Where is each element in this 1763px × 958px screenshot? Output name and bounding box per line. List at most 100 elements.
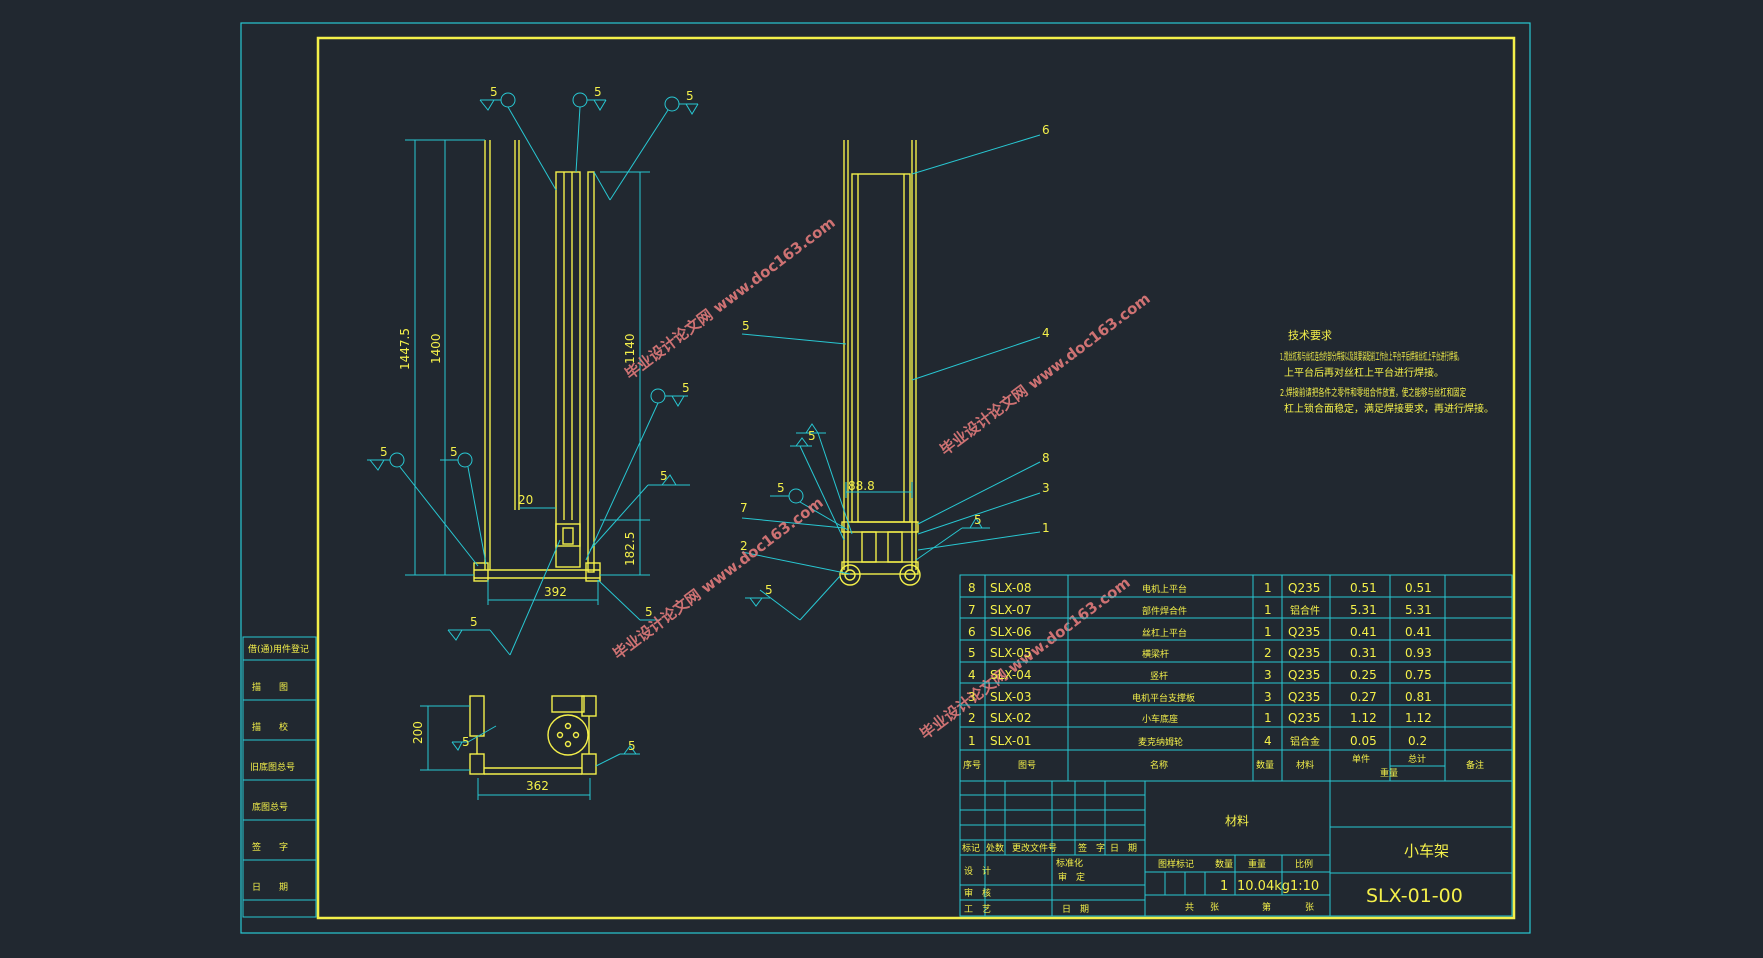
tb-mid-label-1: 审 定 — [1058, 871, 1085, 883]
bom-row: 7 SLX-07 部件焊合件 1 铝合件 5.31 5.31 — [968, 603, 1432, 617]
side-label-0: 借(通)用件登记 — [248, 643, 309, 655]
bom-code: SLX-06 — [990, 625, 1032, 639]
dim-392: 392 — [544, 585, 567, 599]
bom-unit: 0.41 — [1350, 625, 1377, 639]
tb-sheet-label-0: 共 — [1185, 902, 1194, 913]
dim-1447: 1447.5 — [398, 328, 412, 370]
watermark-2: 毕业设计论文网 www.doc163.com — [937, 289, 1154, 459]
bom-unit: 1.12 — [1350, 711, 1377, 725]
tb-sheet-label-1: 张 — [1210, 902, 1219, 913]
tb-part-name: 小车架 — [1404, 842, 1449, 860]
bom-h-qty: 数量 — [1256, 759, 1274, 771]
bom-mat: Q235 — [1288, 625, 1320, 639]
leader-2: 2 — [740, 539, 748, 553]
leader-4: 4 — [1042, 326, 1050, 340]
weld-6: 5 — [682, 381, 690, 395]
weld-5: 5 — [450, 445, 458, 459]
bom-name: 电机平台支撑板 — [1132, 692, 1195, 704]
watermarks: 毕业设计论文网 www.doc163.com 毕业设计论文网 www.doc16… — [610, 213, 1154, 743]
dim-200: 200 — [411, 721, 425, 744]
front-view-labels: 1447.5 1400 1140 182.5 20 392 5 5 5 5 5 … — [380, 85, 694, 629]
bom-no: 3 — [968, 690, 976, 704]
title-block-values: 材料 小车架 SLX-01-00 1 10.04kg 1:10 — [1220, 814, 1463, 907]
weld-8: 5 — [470, 615, 478, 629]
bom-unit: 0.05 — [1350, 734, 1377, 748]
bom-total: 5.31 — [1405, 603, 1432, 617]
bom-h-unit: 单件 — [1352, 753, 1370, 765]
tech-line-2b: 杠上锁合面稳定，满足焊接要求，再进行焊接。 — [1284, 402, 1494, 415]
top-view-labels: 200 362 5 5 — [411, 721, 636, 793]
bom-no: 5 — [968, 646, 976, 660]
bom-mat: Q235 — [1288, 690, 1320, 704]
weld-s1: 5 — [777, 481, 785, 495]
bom-qty: 1 — [1264, 581, 1272, 595]
tb-mid-label-0: 标准化 — [1056, 857, 1083, 869]
tb-sheet-label-3: 张 — [1305, 902, 1314, 913]
bom-no: 4 — [968, 668, 976, 682]
bom-unit: 5.31 — [1350, 603, 1377, 617]
bom-rows: 8 SLX-08 电机上平台 1 Q235 0.51 0.51 7 SLX-07… — [963, 581, 1484, 779]
tb-qty: 1 — [1220, 879, 1228, 894]
bom-total: 0.2 — [1408, 734, 1427, 748]
side-registration-strip — [242, 636, 317, 918]
bom-code: SLX-07 — [990, 603, 1032, 617]
bom-mat: 铝合金 — [1290, 735, 1320, 748]
tb-mid-label-2: 日 期 — [1062, 904, 1089, 915]
dim-362: 362 — [526, 779, 549, 793]
side-label-1: 描 图 — [252, 681, 288, 693]
bom-code: SLX-03 — [990, 690, 1032, 704]
bom-total: 0.41 — [1405, 625, 1432, 639]
tb-left-label-0: 设 计 — [964, 865, 991, 877]
bom-qty: 4 — [1264, 734, 1272, 748]
bom-total: 0.75 — [1405, 668, 1432, 682]
bom-code: SLX-05 — [990, 646, 1032, 660]
weld-s3: 5 — [974, 513, 982, 527]
bom-row: 5 SLX-05 横梁杆 2 Q235 0.31 0.93 — [968, 646, 1432, 660]
leader-6: 6 — [1042, 123, 1050, 137]
bom-row: 1 SLX-01 麦克纳姆轮 4 铝合金 0.05 0.2 — [968, 734, 1427, 748]
weld-t1: 5 — [462, 735, 470, 749]
weld-2: 5 — [594, 85, 602, 99]
tb-sheet-label-2: 第 — [1262, 901, 1271, 913]
bom-no: 8 — [968, 581, 976, 595]
weld-4: 5 — [380, 445, 388, 459]
tb-left-label-1: 审 核 — [964, 887, 991, 899]
side-label-4: 底图总号 — [252, 801, 288, 813]
weld-3: 5 — [686, 89, 694, 103]
bom-no: 2 — [968, 711, 976, 725]
tb-stage-label-2: 重量 — [1248, 858, 1266, 870]
side-view-labels: 6 5 4 8 3 1 7 2 88.8 5 5 5 5 — [740, 123, 1050, 597]
watermark-1: 毕业设计论文网 www.doc163.com — [622, 213, 839, 383]
dim-88: 88.8 — [848, 479, 875, 493]
tb-stage-label-0: 图样标记 — [1158, 858, 1194, 870]
bom-unit: 0.27 — [1350, 690, 1377, 704]
bom-row: 3 SLX-03 电机平台支撑板 3 Q235 0.27 0.81 — [968, 690, 1432, 704]
side-label-2: 描 校 — [252, 721, 288, 733]
bom-total: 0.51 — [1405, 581, 1432, 595]
bom-qty: 3 — [1264, 668, 1272, 682]
weld-t2: 5 — [628, 739, 636, 753]
side-view-leaders — [741, 134, 1041, 621]
top-view-dims — [420, 705, 640, 800]
bom-qty: 1 — [1264, 711, 1272, 725]
leader-7: 7 — [740, 501, 748, 515]
bom-mat: Q235 — [1288, 581, 1320, 595]
bom-name: 麦克纳姆轮 — [1138, 736, 1183, 748]
tb-left-label-2: 工 艺 — [964, 904, 991, 915]
dim-20: 20 — [518, 493, 533, 507]
bom-mat: Q235 — [1288, 646, 1320, 660]
bom-mat: Q235 — [1288, 668, 1320, 682]
side-view — [839, 140, 921, 586]
dim-1140: 1140 — [623, 333, 637, 364]
bom-h-mat: 材料 — [1296, 759, 1314, 771]
side-label-6: 日 期 — [252, 882, 288, 893]
tb-scale: 1:10 — [1290, 879, 1319, 894]
bom-name: 竖杆 — [1150, 670, 1168, 682]
top-view — [469, 695, 597, 775]
bom-code: SLX-01 — [990, 734, 1032, 748]
bom-no: 7 — [968, 603, 976, 617]
bom-header-row: 序号 图号 名称 数量 材料 单件 总计 重量 备注 — [963, 753, 1484, 779]
bom-code: SLX-02 — [990, 711, 1032, 725]
side-strip-labels: 借(通)用件登记 描 图 描 校 旧底图总号 底图总号 签 字 日 期 — [248, 643, 309, 893]
